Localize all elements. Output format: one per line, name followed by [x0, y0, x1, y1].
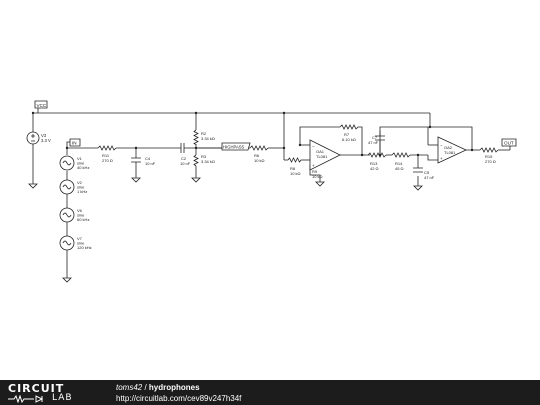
svg-text:45 Ω: 45 Ω — [395, 166, 404, 171]
svg-text:C4: C4 — [145, 156, 151, 161]
svg-text:V7: V7 — [77, 236, 83, 241]
svg-text:R7: R7 — [344, 132, 350, 137]
svg-text:−: − — [312, 144, 315, 149]
resistor-r6: R6 10 kΩ — [249, 145, 269, 163]
author-link[interactable]: toms42 — [116, 383, 143, 392]
svg-text:R15: R15 — [485, 154, 493, 159]
ground-symbols — [28, 177, 423, 283]
svg-text:V1: V1 — [77, 156, 83, 161]
svg-text:C7: C7 — [372, 135, 378, 140]
capacitor-c2: C2 10 nF — [177, 143, 191, 166]
svg-text:sine: sine — [77, 185, 85, 190]
svg-text:IN: IN — [72, 141, 77, 146]
net-label-out: OUT — [501, 138, 517, 147]
svg-text:47 nF: 47 nF — [424, 175, 435, 180]
svg-text:120 kHz: 120 kHz — [77, 245, 92, 250]
resistor-r13: R13 42 Ω — [367, 152, 387, 171]
circuit-title: hydrophones — [148, 383, 200, 392]
circuit-url[interactable]: http://circuitlab.com/cev89v247h34f — [116, 394, 242, 403]
junction-dots — [31, 111, 474, 157]
capacitor-c5: C5 47 nF — [413, 167, 435, 180]
sine-source-v2: V2 sine 1 kHz — [59, 179, 87, 195]
svg-text:40 kHz: 40 kHz — [77, 165, 89, 170]
svg-text:1 kHz: 1 kHz — [77, 189, 87, 194]
opamp-oa2: − + OA2 TL081 — [437, 136, 467, 164]
voltage-source-v3: V3 3.3 V — [26, 131, 51, 145]
logo-text-top: CIRCUIT — [8, 382, 65, 395]
logo-text-bottom: LAB — [52, 393, 73, 403]
footer-bar: CIRCUIT LAB toms42 / hydrophones http://… — [0, 380, 540, 405]
svg-text:10 kΩ: 10 kΩ — [254, 158, 265, 163]
svg-text:R13: R13 — [370, 161, 378, 166]
wires — [32, 108, 511, 278]
resistor-r8: R8 10 kΩ — [287, 157, 302, 176]
resistor-r9: R9 10 kΩ — [312, 169, 323, 179]
logo-wave-icon — [8, 395, 44, 403]
svg-text:60 kHz: 60 kHz — [77, 217, 89, 222]
svg-text:R14: R14 — [395, 161, 403, 166]
resistor-r14: R14 45 Ω — [391, 152, 411, 171]
svg-text:C5: C5 — [424, 170, 430, 175]
net-label-in: IN — [69, 138, 81, 147]
svg-text:R8: R8 — [290, 166, 296, 171]
breadcrumb: toms42 / hydrophones — [116, 383, 200, 392]
svg-text:OUT: OUT — [504, 141, 514, 146]
svg-text:+: + — [440, 156, 443, 161]
breadcrumb-separator: / — [142, 383, 149, 392]
resistor-r15: R15 270 Ω — [479, 147, 499, 164]
net-label-highpass: HIGHPASS — [221, 142, 251, 151]
svg-text:270 Ω: 270 Ω — [485, 159, 496, 164]
svg-text:sine: sine — [77, 161, 85, 166]
resistor-r7: R7 6.10 kΩ — [339, 124, 359, 142]
resistor-r3: R3 3.34 kΩ — [193, 154, 215, 167]
svg-text:C2: C2 — [181, 156, 187, 161]
svg-text:10 nF: 10 nF — [180, 161, 191, 166]
svg-text:270 Ω: 270 Ω — [102, 158, 113, 163]
sine-source-v7: V7 sine 120 kHz — [59, 235, 92, 251]
resistor-r2: R2 3.34 kΩ — [193, 129, 215, 145]
svg-text:47 nF: 47 nF — [368, 140, 379, 145]
schematic-canvas: VCC IN HIGHPASS OUT V3 3.3 V V1 sine 40 … — [26, 100, 517, 283]
sine-source-v1: V1 sine 40 kHz — [59, 155, 89, 171]
capacitor-c4: C4 10 nF — [131, 156, 156, 166]
svg-text:3.34 kΩ: 3.34 kΩ — [201, 159, 215, 164]
svg-text:VCC: VCC — [37, 103, 47, 108]
svg-text:6.10 kΩ: 6.10 kΩ — [342, 137, 356, 142]
svg-text:R2: R2 — [201, 131, 207, 136]
svg-text:10 kΩ: 10 kΩ — [290, 171, 301, 176]
sine-source-v6: V6 sine 60 kHz — [59, 207, 89, 223]
svg-text:OA1: OA1 — [316, 149, 325, 154]
svg-text:V2: V2 — [77, 180, 83, 185]
svg-text:−: − — [440, 143, 443, 148]
svg-text:42 Ω: 42 Ω — [370, 166, 379, 171]
circuitlab-logo[interactable]: CIRCUIT LAB — [8, 382, 98, 404]
resistor-r11: R11 270 Ω — [97, 145, 117, 163]
svg-text:TL081: TL081 — [444, 150, 456, 155]
svg-text:R11: R11 — [102, 153, 110, 158]
svg-text:V6: V6 — [77, 208, 83, 213]
svg-text:10 kΩ: 10 kΩ — [312, 174, 323, 179]
net-label-vcc: VCC — [34, 100, 48, 109]
svg-text:V3: V3 — [41, 133, 47, 138]
capacitor-c7: C7 47 nF — [368, 135, 385, 145]
svg-text:R9: R9 — [312, 169, 318, 174]
svg-text:R3: R3 — [201, 154, 207, 159]
svg-text:HIGHPASS: HIGHPASS — [223, 145, 245, 150]
svg-text:R6: R6 — [254, 153, 260, 158]
svg-text:10 nF: 10 nF — [145, 161, 156, 166]
svg-text:TL081: TL081 — [316, 154, 328, 159]
svg-text:sine: sine — [77, 213, 85, 218]
svg-text:sine: sine — [77, 241, 85, 246]
svg-text:3.34 kΩ: 3.34 kΩ — [201, 136, 215, 141]
svg-text:3.3 V: 3.3 V — [41, 138, 51, 143]
opamp-oa1: − + OA1 TL081 — [309, 139, 341, 171]
svg-text:OA2: OA2 — [444, 145, 453, 150]
svg-text:+: + — [312, 163, 315, 168]
